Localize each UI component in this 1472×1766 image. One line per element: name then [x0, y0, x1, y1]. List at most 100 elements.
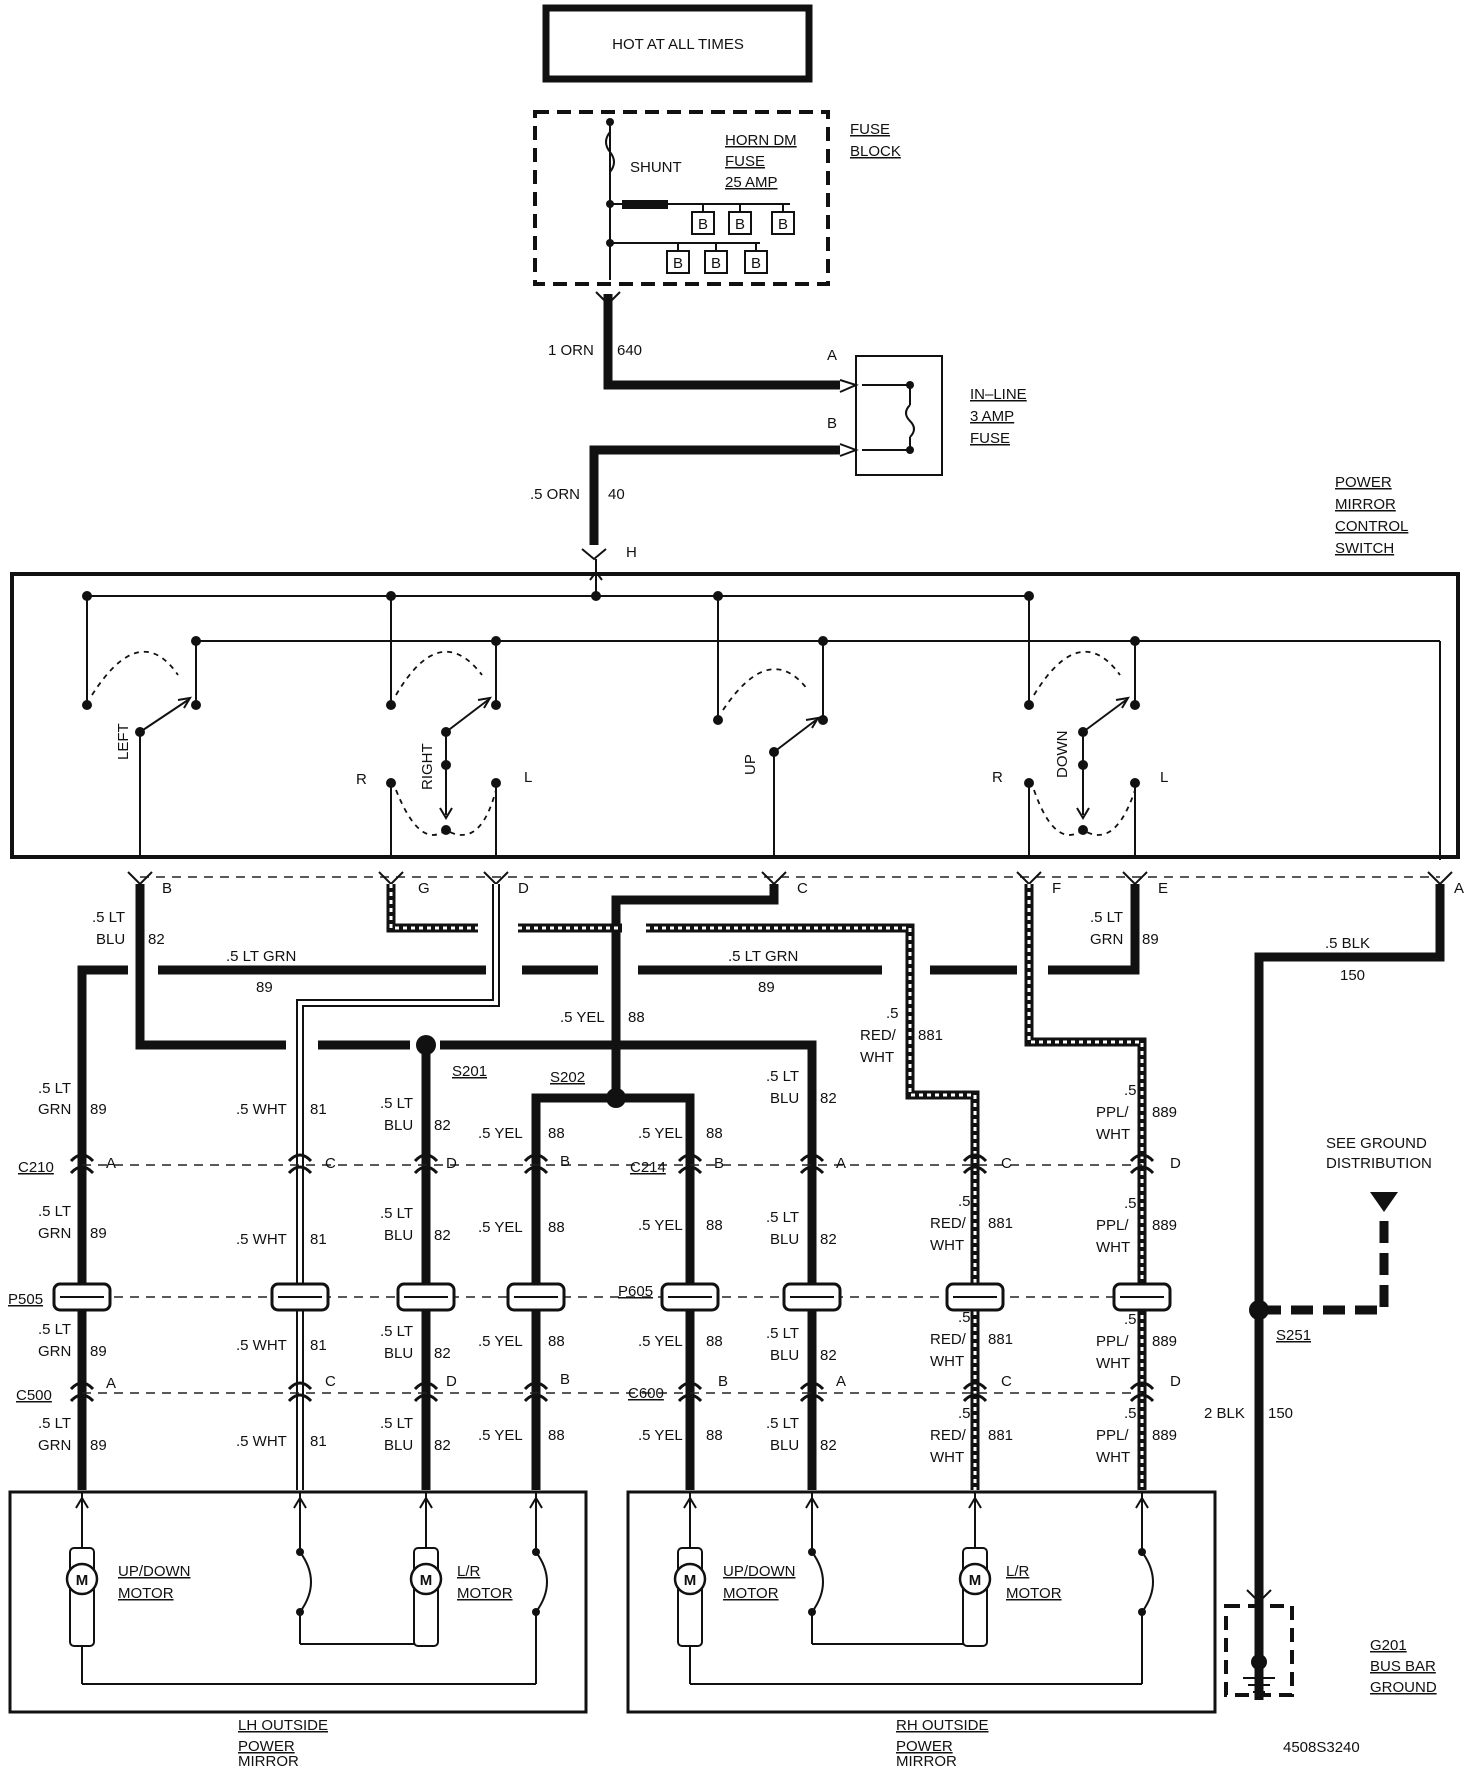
inline-connector-symbol: [799, 1153, 825, 1175]
svg-text:.5 WHT: .5 WHT: [236, 1231, 287, 1248]
svg-text:.5 LT: .5 LT: [380, 1415, 413, 1432]
svg-text:88: 88: [548, 1219, 565, 1236]
lh-updown-label: UP/DOWN: [118, 1563, 191, 1580]
svg-text:PPL/: PPL/: [1096, 1333, 1129, 1350]
svg-text:889: 889: [1152, 1427, 1177, 1444]
svg-text:GRN: GRN: [38, 1343, 71, 1360]
lh-motor-label: MOTOR: [118, 1585, 174, 1602]
inline-connector-symbol: [413, 1153, 439, 1175]
in-line-fuse-box: [855, 355, 943, 476]
rh-lr-label: L/R: [1006, 1563, 1030, 1580]
fuse-block-label-2: BLOCK: [850, 143, 901, 160]
pin-label: C: [1001, 1155, 1012, 1172]
svg-text:.5 YEL: .5 YEL: [478, 1219, 523, 1236]
fuse-label: FUSE: [725, 153, 765, 170]
inline-connector-symbol: [287, 1381, 313, 1403]
svg-text:82: 82: [434, 1437, 451, 1454]
rh-mirror-box: [626, 1490, 1217, 1714]
rh-mirror-internals: [673, 1492, 1154, 1685]
inline-connector-symbol: [287, 1153, 313, 1175]
lh-mirror-internals: [65, 1492, 548, 1685]
pin-label: A: [836, 1155, 846, 1172]
wire-label: 89: [256, 979, 273, 996]
svg-text:82: 82: [820, 1231, 837, 1248]
svg-text:82: 82: [434, 1227, 451, 1244]
svg-text:88: 88: [548, 1427, 565, 1444]
switch-r-label: R: [356, 771, 367, 788]
svg-text:.5: .5: [1124, 1082, 1137, 1099]
inline-connector-symbol: [413, 1381, 439, 1403]
wire-label: RED/: [860, 1027, 897, 1044]
inline-connector-symbol: [1129, 1153, 1155, 1175]
svg-text:88: 88: [706, 1427, 723, 1444]
connector-c210-label: C210: [18, 1159, 54, 1176]
connector-c600-label: C600: [628, 1385, 664, 1402]
wire-label: 2 BLK: [1204, 1405, 1245, 1422]
svg-text:82: 82: [434, 1117, 451, 1134]
svg-text:82: 82: [820, 1437, 837, 1454]
svg-text:PPL/: PPL/: [1096, 1104, 1129, 1121]
svg-text:WHT: WHT: [1096, 1355, 1130, 1372]
svg-text:GRN: GRN: [38, 1225, 71, 1242]
fuse-block-box: [533, 110, 830, 286]
svg-text:.5 YEL: .5 YEL: [478, 1333, 523, 1350]
bus-label: B: [698, 216, 708, 233]
pin-label: B: [714, 1155, 724, 1172]
inline-connector-symbol: [523, 1381, 549, 1403]
lh-lr-motor-icon: M: [420, 1572, 433, 1589]
svg-text:GRN: GRN: [38, 1101, 71, 1118]
wire-lt-blu-82: [135, 884, 817, 1490]
connector-symbol: [595, 291, 621, 306]
switch-right-label: RIGHT: [419, 743, 436, 790]
switch-pin-h: H: [626, 544, 637, 561]
connector-symbol: [839, 443, 859, 457]
svg-text:82: 82: [820, 1090, 837, 1107]
pin-label: A: [106, 1375, 116, 1392]
in-line-fuse-pin-b: B: [827, 415, 837, 432]
pin-label: D: [1170, 1155, 1181, 1172]
inline-connector-symbol: [1129, 1381, 1155, 1403]
svg-text:89: 89: [90, 1225, 107, 1242]
switch-label-3: CONTROL: [1335, 518, 1408, 535]
wire-label: 82: [148, 931, 165, 948]
svg-text:.5: .5: [958, 1405, 971, 1422]
in-line-fuse-label-1: IN–LINE: [970, 386, 1027, 403]
connector-symbol: [581, 548, 607, 561]
svg-text:89: 89: [90, 1101, 107, 1118]
svg-text:BLU: BLU: [384, 1117, 413, 1134]
lh-updown-motor-icon: M: [76, 1572, 89, 1589]
svg-text:BLU: BLU: [384, 1227, 413, 1244]
switch-left-label: LEFT: [115, 723, 132, 760]
fuse-block-internals: [605, 118, 795, 280]
wire-label: .5 LT: [92, 909, 125, 926]
switch-connector-symbols: [127, 871, 1453, 886]
svg-text:.5 WHT: .5 WHT: [236, 1433, 287, 1450]
wire-orn-640-size: 1 ORN: [548, 342, 594, 359]
svg-text:WHT: WHT: [1096, 1239, 1130, 1256]
svg-text:RED/: RED/: [930, 1331, 967, 1348]
horn-dm-label: HORN DM: [725, 132, 797, 149]
svg-text:82: 82: [820, 1347, 837, 1364]
switch-r-label: R: [992, 769, 1003, 786]
wire-orn-640: [603, 294, 840, 390]
pin-label: B: [560, 1153, 570, 1170]
switch-pin-f: F: [1052, 880, 1061, 897]
wire-label: 89: [758, 979, 775, 996]
svg-text:.5 WHT: .5 WHT: [236, 1101, 287, 1118]
lh-lr-label: L/R: [457, 1563, 481, 1580]
in-line-fuse-pin-a: A: [827, 347, 837, 364]
splice-s202-label: S202: [550, 1069, 585, 1086]
svg-text:88: 88: [706, 1125, 723, 1142]
svg-text:.5 LT: .5 LT: [38, 1321, 71, 1338]
svg-text:.5: .5: [1124, 1405, 1137, 1422]
svg-text:881: 881: [988, 1331, 1013, 1348]
svg-text:.5: .5: [958, 1309, 971, 1326]
switch-l-label: L: [1160, 769, 1168, 786]
svg-text:.5 YEL: .5 YEL: [478, 1125, 523, 1142]
pin-label: A: [836, 1373, 846, 1390]
inline-connector-symbol: [523, 1153, 549, 1175]
in-line-fuse-element: [862, 381, 915, 454]
rh-mirror-label-3: MIRROR: [896, 1753, 957, 1766]
svg-text:88: 88: [548, 1333, 565, 1350]
svg-text:WHT: WHT: [930, 1237, 964, 1254]
